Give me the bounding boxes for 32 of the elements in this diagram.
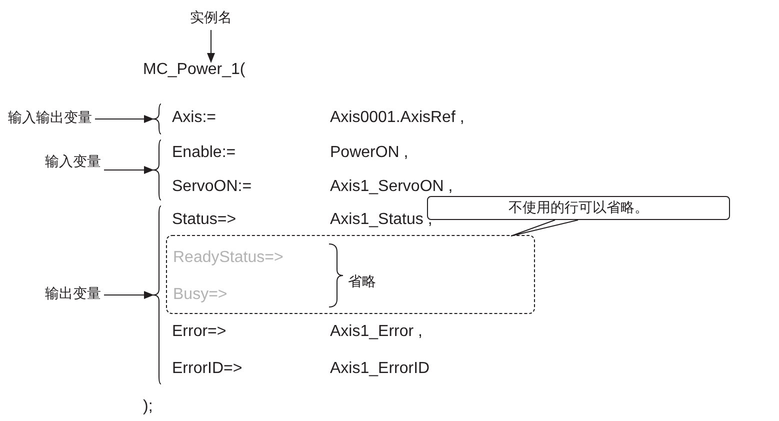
parameter-name: Error=> <box>172 322 226 342</box>
callout-pointer <box>510 220 578 236</box>
parameter-name: ErrorID=> <box>172 359 242 379</box>
arrow <box>104 166 154 174</box>
parameter-name: Status=> <box>172 210 236 230</box>
dashed-box <box>166 235 535 314</box>
arrow <box>104 291 154 299</box>
argument-value: Axis1_ServoON , <box>330 177 453 197</box>
callout-bubble <box>427 196 730 220</box>
caption-text: 实例名 <box>190 8 232 28</box>
parameter-name: Busy=> <box>173 285 228 305</box>
argument-value: Axis0001.AxisRef , <box>330 108 464 128</box>
category-label: 输出变量 <box>45 284 101 304</box>
argument-value: Axis1_Error , <box>330 322 422 342</box>
parameter-name: ReadyStatus=> <box>173 248 284 268</box>
argument-value: Axis1_ErrorID <box>330 359 430 379</box>
category-label: 输入输出变量 <box>8 108 92 128</box>
category-label: 输入变量 <box>45 152 101 172</box>
parameter-name: Enable:= <box>172 143 236 163</box>
parameter-name: Axis:= <box>172 108 216 128</box>
curly-brace <box>152 103 162 135</box>
arrow <box>94 115 154 123</box>
curly-brace <box>152 205 162 385</box>
argument-value: PowerON , <box>330 143 408 163</box>
parameter-name: ServoON:= <box>172 177 252 197</box>
curly-brace <box>152 139 162 201</box>
instance-name: MC_Power_1( <box>143 60 246 80</box>
callout-text: 不使用的行可以省略。 <box>508 199 650 218</box>
arrow <box>207 30 215 63</box>
argument-value: Axis1_Status , <box>330 210 432 230</box>
closing-parenthesis: ); <box>143 397 153 417</box>
note-text: 省略 <box>348 273 376 292</box>
